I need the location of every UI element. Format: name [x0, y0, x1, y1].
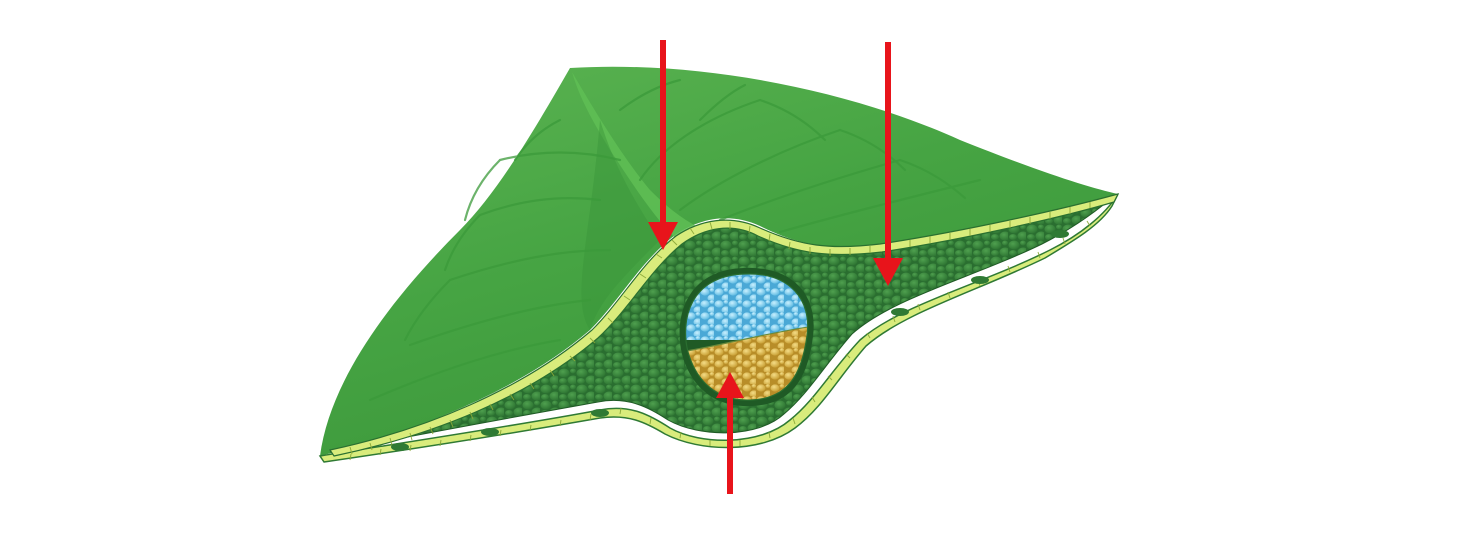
- phloem: [685, 326, 808, 401]
- upper-epidermis: [329, 193, 1120, 457]
- arrow-midrib-epidermis: [648, 40, 678, 250]
- leaf-midrib-ridge: [572, 72, 700, 238]
- leaf-veins: [368, 78, 982, 402]
- arrow-blade-surface: [873, 42, 903, 286]
- pointer-arrows: [648, 40, 903, 494]
- leaf-blade-surface: [320, 66, 1118, 456]
- arrow-vascular-bundle: [716, 372, 744, 494]
- epidermis-cell-walls: [349, 202, 1091, 461]
- lower-epidermis: [318, 193, 1119, 463]
- leaf-midrib-shadow: [581, 120, 660, 330]
- stomata: [391, 230, 1069, 451]
